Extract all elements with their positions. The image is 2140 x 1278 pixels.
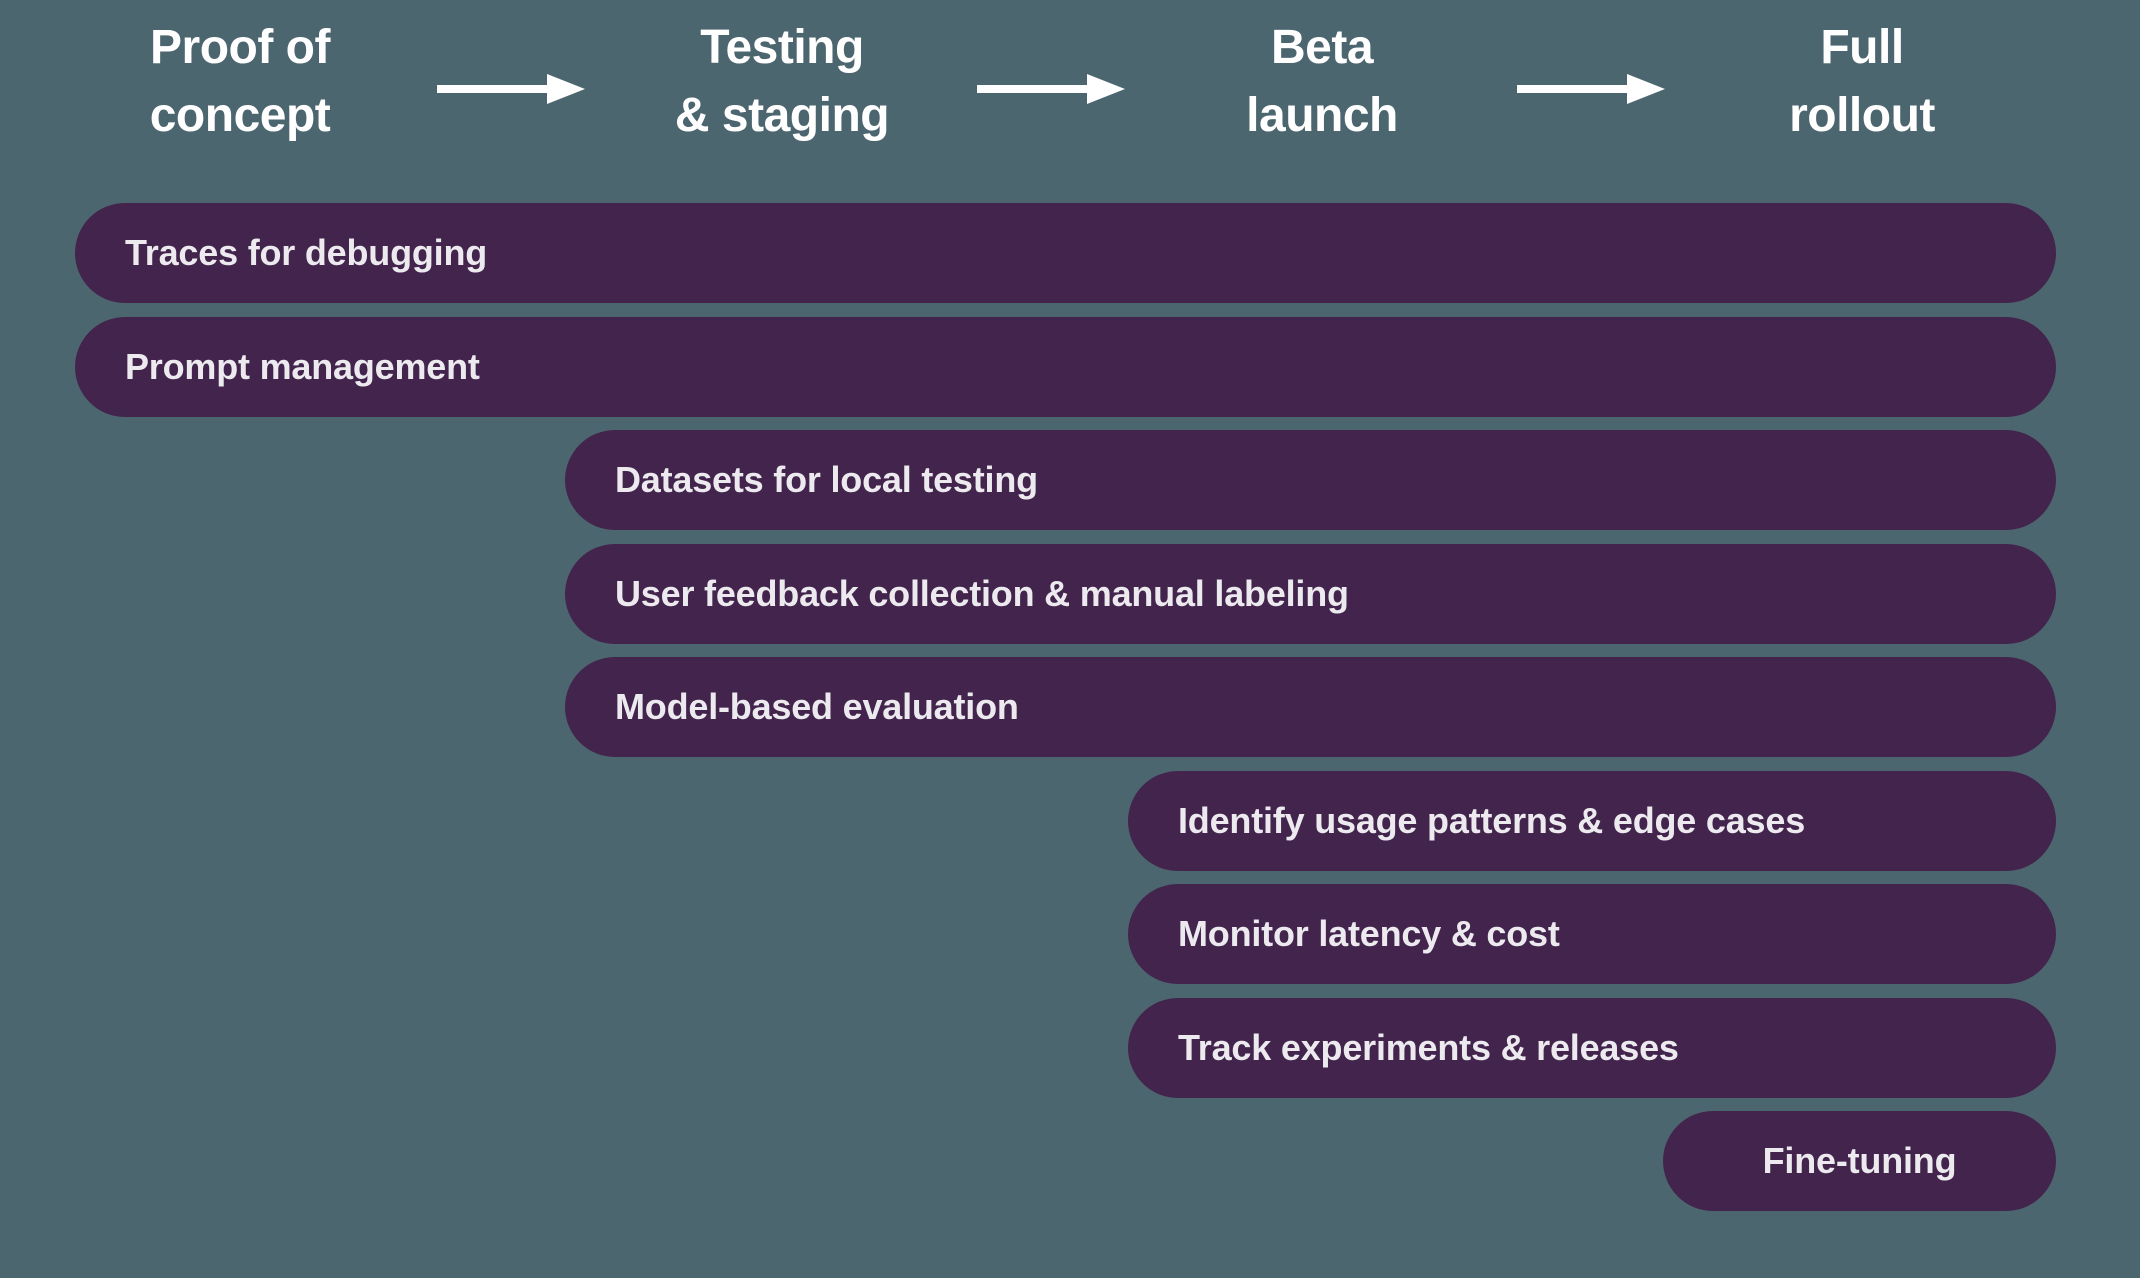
phase-header-testing-staging: Testing & staging	[617, 14, 947, 150]
capability-bar-identify-usage-patterns[interactable]: Identify usage patterns & edge cases	[1128, 771, 2056, 871]
arrow-right-icon	[977, 74, 1127, 104]
capability-bar-label: Monitor latency & cost	[1178, 913, 1560, 954]
phase-header-line-1: Proof of	[150, 21, 330, 74]
capability-bar-label: Traces for debugging	[125, 232, 488, 273]
phase-header-line-2: rollout	[1789, 89, 1935, 142]
phase-header-proof-of-concept: Proof of concept	[75, 14, 405, 150]
capability-bar-label: Model-based evaluation	[615, 686, 1019, 727]
capability-bar-traces-for-debugging[interactable]: Traces for debugging	[75, 203, 2056, 303]
phase-header-line-1: Beta	[1270, 21, 1374, 74]
capability-bar-monitor-latency-cost[interactable]: Monitor latency & cost	[1128, 884, 2056, 984]
capability-bar-prompt-management[interactable]: Prompt management	[75, 317, 2056, 417]
capability-bar-label: User feedback collection & manual labeli…	[615, 573, 1349, 614]
phase-header-beta-launch: Beta launch	[1157, 14, 1487, 150]
capability-bar-model-based-evaluation[interactable]: Model-based evaluation	[565, 657, 2056, 757]
arrow-right-icon	[1517, 74, 1667, 104]
capability-bar-label: Prompt management	[125, 346, 480, 387]
capability-bar-user-feedback-collection[interactable]: User feedback collection & manual labeli…	[565, 544, 2056, 644]
capability-bar-label: Fine-tuning	[1762, 1140, 1957, 1181]
phase-header-line-2: launch	[1246, 89, 1398, 142]
phase-header-line-1: Full	[1820, 21, 1904, 74]
arrow-right-icon	[437, 74, 587, 104]
phase-header-line-1: Testing	[700, 21, 864, 74]
capability-bar-label: Identify usage patterns & edge cases	[1178, 800, 1806, 841]
phase-header-full-rollout: Full rollout	[1697, 14, 2027, 150]
capability-bar-track-experiments-releases[interactable]: Track experiments & releases	[1128, 998, 2056, 1098]
capability-bar-fine-tuning[interactable]: Fine-tuning	[1663, 1111, 2056, 1211]
phase-header-line-2: concept	[149, 89, 331, 142]
capability-bar-label: Track experiments & releases	[1178, 1027, 1679, 1068]
phase-header-row: Proof of concept Testing & staging Beta launc…	[0, 0, 2140, 180]
phase-header-line-2: & staging	[674, 89, 890, 142]
capability-bar-label: Datasets for local testing	[615, 459, 1038, 500]
capability-bar-datasets-for-local-testing[interactable]: Datasets for local testing	[565, 430, 2056, 530]
